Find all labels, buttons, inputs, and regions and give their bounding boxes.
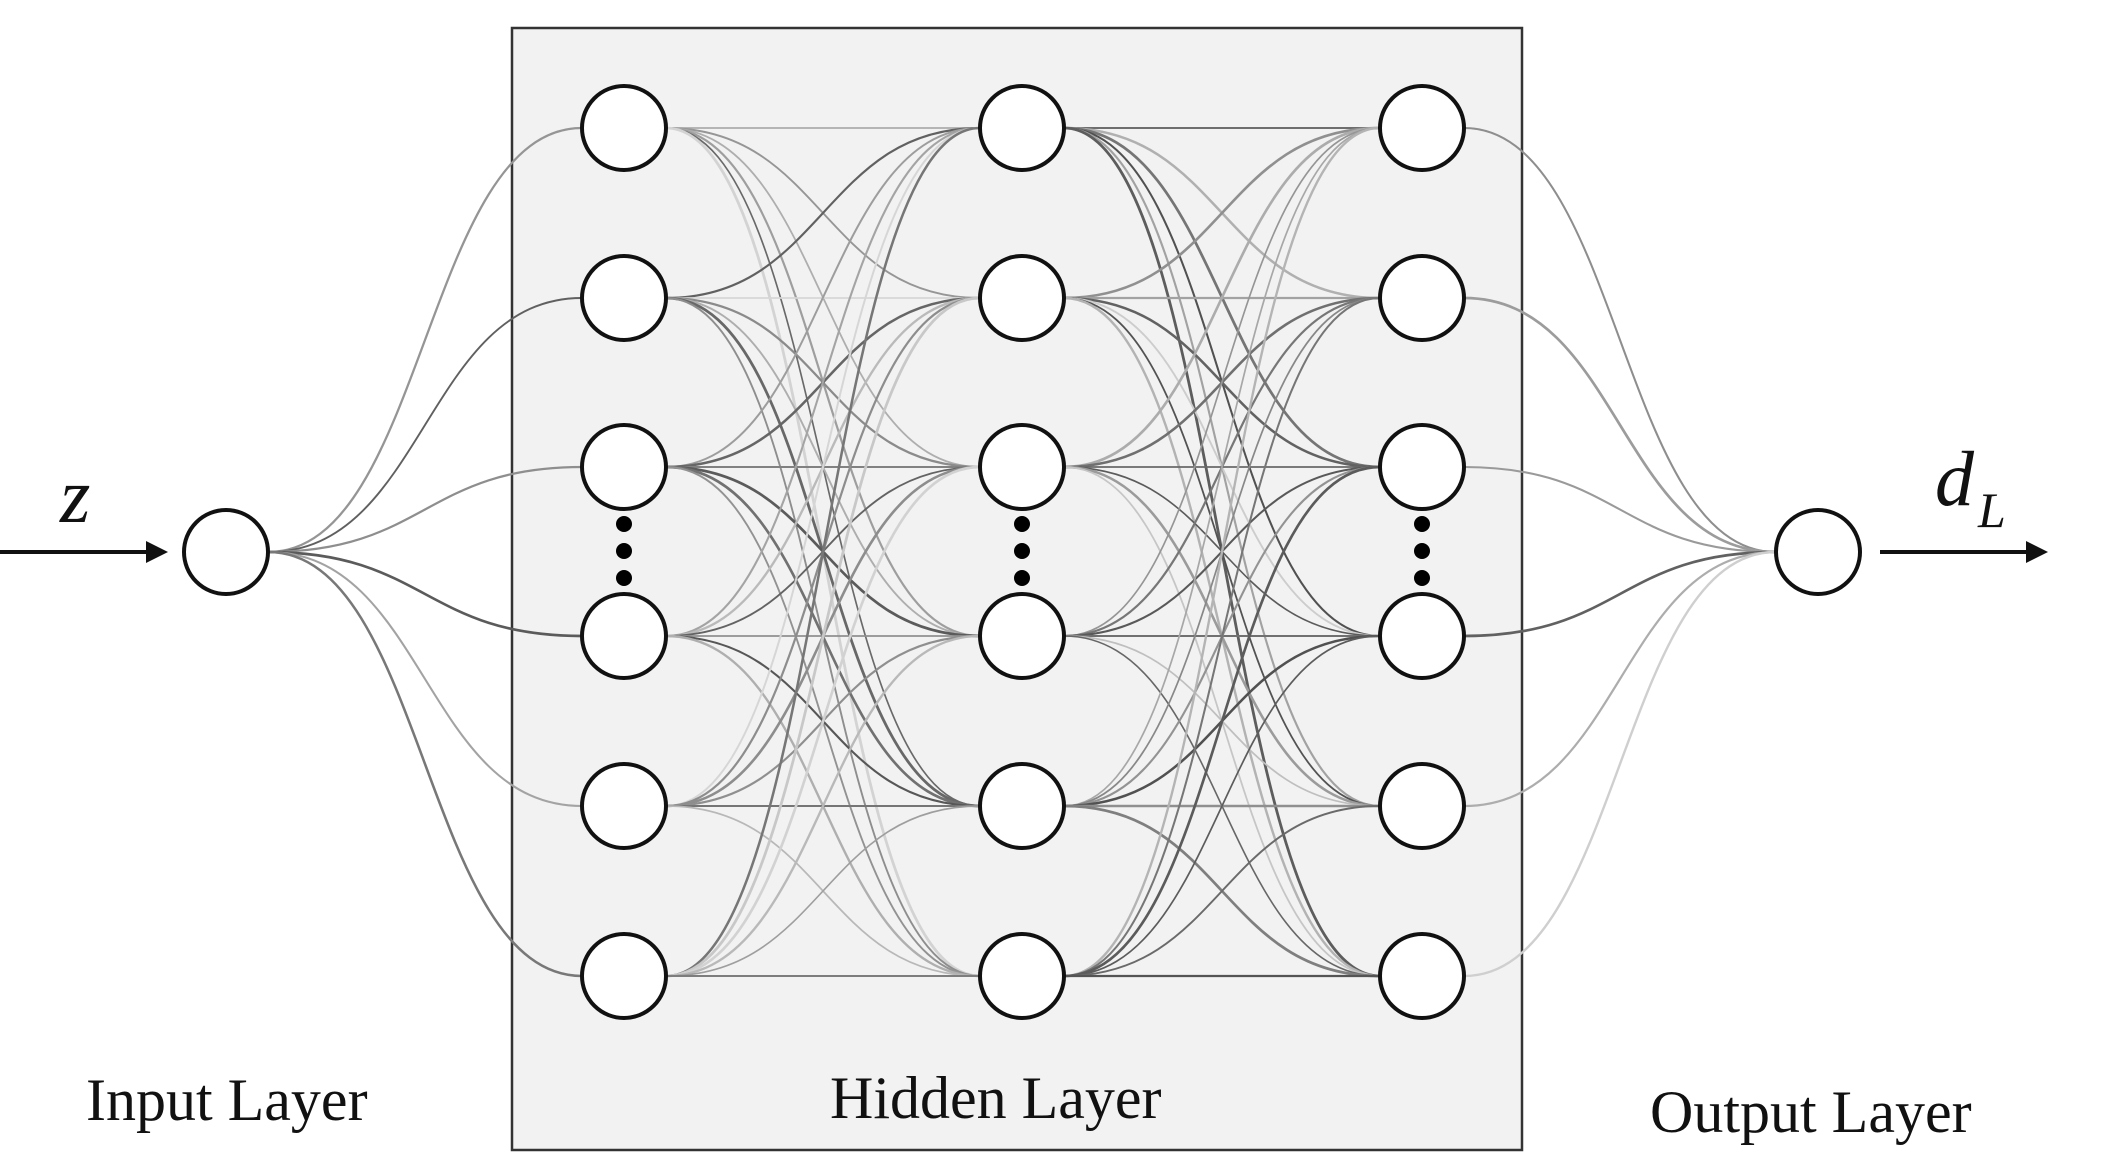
hidden-edge xyxy=(1063,296,1381,978)
ellipsis-dot xyxy=(616,543,632,559)
hidden-node xyxy=(580,932,668,1020)
hidden-edge xyxy=(1063,805,1381,977)
hidden-edge xyxy=(1063,635,1381,977)
hidden-node xyxy=(1378,423,1466,511)
hidden-node xyxy=(978,592,1066,680)
input-edge xyxy=(267,465,583,554)
ellipsis-dot xyxy=(1414,543,1430,559)
ellipsis-dot xyxy=(1014,516,1030,532)
nodes xyxy=(182,84,1862,1020)
hidden-edge xyxy=(665,126,981,638)
hidden-node xyxy=(580,84,668,172)
hidden-edge xyxy=(1063,127,1381,637)
hidden-node xyxy=(1378,254,1466,342)
input-edge xyxy=(267,550,583,638)
hidden-edge xyxy=(665,127,981,468)
input-node xyxy=(182,508,270,596)
input-edge xyxy=(267,297,583,553)
input-arrow xyxy=(0,541,168,563)
hidden-node xyxy=(978,762,1066,850)
ellipsis-dot xyxy=(1414,516,1430,532)
hidden-node xyxy=(978,423,1066,511)
hidden-edge xyxy=(1063,126,1381,300)
hidden-node xyxy=(580,762,668,850)
output-edge xyxy=(1463,550,1777,638)
hidden-node xyxy=(978,254,1066,342)
input-edge xyxy=(267,550,583,808)
hidden-node xyxy=(580,423,668,511)
hidden-edge xyxy=(1063,127,1381,807)
output-symbol: dL xyxy=(1935,435,2006,538)
output-symbol-subscript: L xyxy=(1977,482,2006,538)
ellipsis-dot xyxy=(1014,543,1030,559)
output-symbol-main: d xyxy=(1935,435,1975,522)
hidden-node xyxy=(1378,932,1466,1020)
hidden-node xyxy=(1378,762,1466,850)
output-edge xyxy=(1463,550,1777,808)
hidden-edge xyxy=(665,296,981,978)
input-layer-label: Input Layer xyxy=(86,1067,368,1133)
ellipsis-dots xyxy=(616,516,1430,586)
input-edge xyxy=(267,550,583,978)
input-symbol: z xyxy=(59,452,90,539)
output-edge xyxy=(1463,126,1777,554)
hidden-edge xyxy=(665,634,981,978)
output-edge xyxy=(1463,296,1777,554)
hidden-edge xyxy=(665,127,981,807)
hidden-edge xyxy=(665,126,981,978)
output-node xyxy=(1774,508,1862,596)
hidden-node xyxy=(1378,592,1466,680)
input-edge xyxy=(267,126,583,554)
hidden-edge xyxy=(1063,465,1381,978)
hidden-edge xyxy=(1063,126,1381,978)
ellipsis-dot xyxy=(616,570,632,586)
hidden-node xyxy=(978,932,1066,1020)
ellipsis-dot xyxy=(1014,570,1030,586)
output-edge xyxy=(1463,465,1777,554)
hidden-edge xyxy=(1063,126,1381,469)
output-arrow xyxy=(1880,541,2048,563)
hidden-edge xyxy=(665,465,981,978)
hidden-node xyxy=(580,254,668,342)
ellipsis-dot xyxy=(616,516,632,532)
hidden-node xyxy=(978,84,1066,172)
output-layer-label: Output Layer xyxy=(1650,1079,1972,1145)
ellipsis-dot xyxy=(1414,570,1430,586)
hidden-edge xyxy=(665,126,981,300)
hidden-node xyxy=(580,592,668,680)
hidden-edge xyxy=(665,805,981,977)
hidden-layer-label: Hidden Layer xyxy=(830,1065,1162,1131)
output-edge xyxy=(1463,550,1777,978)
hidden-node xyxy=(1378,84,1466,172)
connection-edges xyxy=(267,126,1777,978)
